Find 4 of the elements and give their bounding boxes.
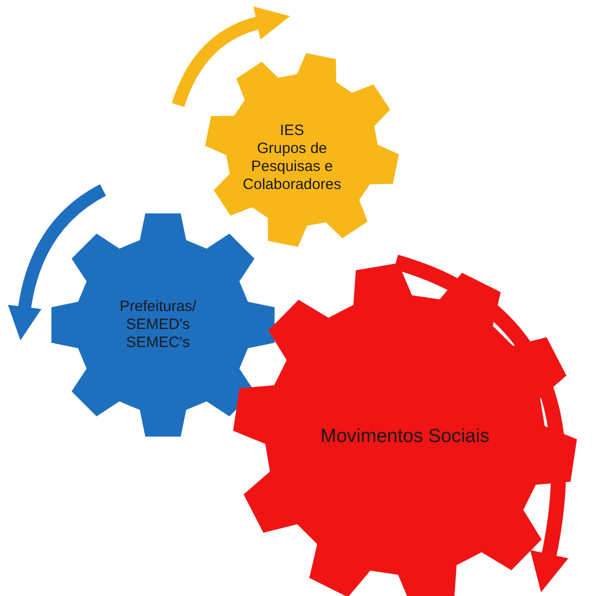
- gear-label: Grupos de Pesquisas e Colaboradores: [242, 140, 342, 194]
- gear-label: Prefeituras/ SEMED's SEMEC's: [118, 298, 198, 352]
- gear-label: Movimentos Sociais: [320, 426, 490, 448]
- gear-label: IES: [280, 122, 304, 140]
